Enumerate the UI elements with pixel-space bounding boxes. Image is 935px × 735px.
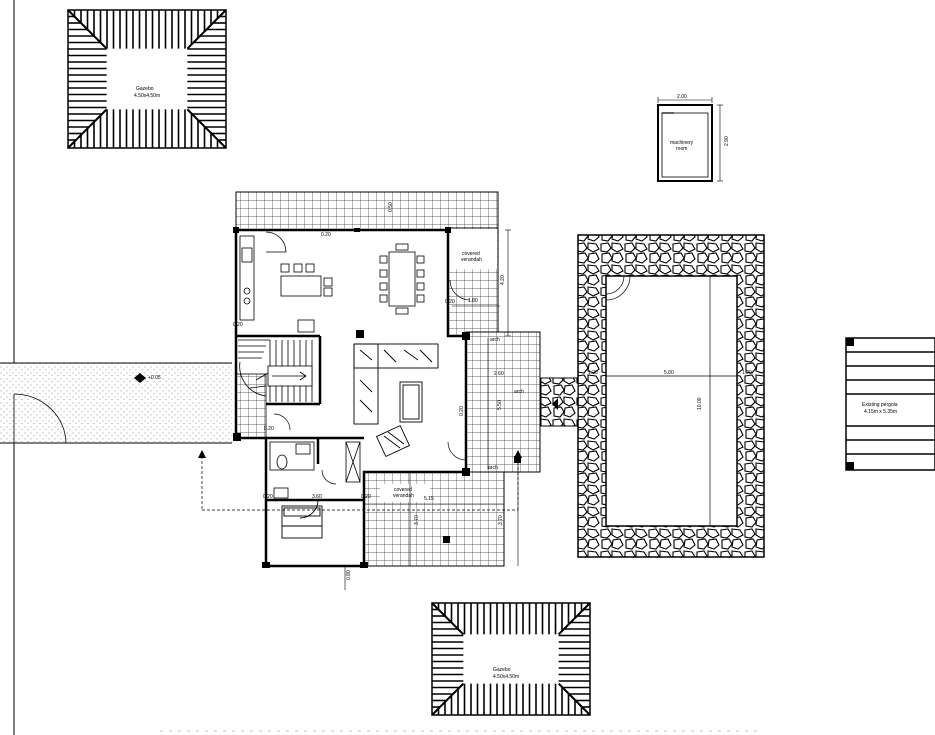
machinery-label-2: room <box>676 146 687 152</box>
center-small-dim: 0.20 <box>445 299 455 305</box>
terrace-depth-dim: 5.50 <box>497 400 503 410</box>
roof-rib <box>186 108 227 149</box>
swimming-pool: 5.00 1.20 1.20 10.00 <box>540 234 765 558</box>
gazebo-bottom-label-1: Gazebo <box>493 667 511 673</box>
roof-rib <box>67 108 108 149</box>
house: covered verandah covered verandah <box>198 191 541 590</box>
roof-rib <box>557 602 591 636</box>
bottom-verandah-label-2: verandah <box>393 493 414 499</box>
living-room <box>353 343 439 458</box>
bottom-verandah-width-dim: 5.15 <box>424 496 434 502</box>
bed-right-gap-dim: 0.20 <box>361 494 371 500</box>
bottom-verandah-depth-dim: 3.70 <box>414 515 420 525</box>
pool-right-edge-dim: 1.20 <box>742 370 752 376</box>
machinery-width-dim: 2.00 <box>677 94 687 100</box>
top-verandah <box>235 191 499 231</box>
bottom-verandah-outer-dim: 3.70 <box>498 515 504 525</box>
top-verandah-label-2: verandah <box>461 257 482 263</box>
gazebo-top: Gazebo 4.50x4.50m <box>67 9 227 149</box>
staircase <box>238 339 313 402</box>
bed-width-dim: 3.60 <box>312 494 322 500</box>
verandah-top-width-dim: 1.80 <box>468 298 478 304</box>
pergola-label-2: 4.15m x 5.35m <box>864 409 897 415</box>
roof-rib <box>67 9 108 50</box>
bedroom <box>281 499 323 539</box>
pool-left-edge-dim: 1.20 <box>588 370 598 376</box>
roof-rib <box>431 682 465 716</box>
verandah-top-depth-dim: 4.20 <box>500 275 506 285</box>
section-arrow-left-icon <box>198 450 206 458</box>
pool-arrow-icon <box>552 398 558 410</box>
gazebo-top-label-2: 4.50x4.50m <box>134 93 160 99</box>
arch-label-3: arch <box>488 465 498 471</box>
roof-rib <box>186 9 227 50</box>
machinery-depth-dim: 2.90 <box>724 136 730 146</box>
pergola-label-1: Existing pergola <box>862 402 898 408</box>
bed-left-gap-dim: 0.20 <box>263 494 273 500</box>
gazebo-top-label-1: Gazebo <box>136 86 154 92</box>
dining-table <box>379 243 425 315</box>
level-marker-icon <box>134 373 146 383</box>
roof-rib <box>431 602 465 636</box>
pool-width-dim: 5.00 <box>664 370 674 376</box>
entrance-path: +0.05 <box>0 362 232 444</box>
machinery-room: machinery room 2.00 2.90 <box>657 94 730 182</box>
gazebo-bottom-label-2: 4.50x4.50m <box>493 674 519 680</box>
bathroom <box>269 441 361 499</box>
kitchen-gap-dim: 0.20 <box>233 322 243 328</box>
top-verandah-label-1: covered <box>462 251 480 257</box>
section-arrow-right-icon <box>514 450 522 458</box>
terrace-width-dim: 2.60 <box>494 371 504 377</box>
stair-gap-dim: 0.20 <box>264 426 274 432</box>
pool-length-dim: 10.00 <box>697 397 703 410</box>
kitchen <box>239 231 333 333</box>
bottom-verandah-label-1: covered <box>394 487 412 493</box>
top-edge-dim: 0.50 <box>388 202 394 212</box>
existing-pergola: Existing pergola 4.15m x 5.35m <box>845 337 935 471</box>
roof-rib <box>557 682 591 716</box>
side-terrace <box>465 331 541 473</box>
machinery-label-1: machinery <box>670 140 694 146</box>
level-label: +0.05 <box>148 375 161 381</box>
bath-gap-dim: 0.20 <box>321 232 331 238</box>
living-gap-dim: 0.20 <box>459 406 465 416</box>
gazebo-bottom: Gazebo 4.50x4.50m <box>431 602 591 716</box>
bed-projection-dim: 0.80 <box>346 570 352 580</box>
arch-label-1: arch <box>490 337 500 343</box>
arch-label-2: arch <box>514 389 524 395</box>
